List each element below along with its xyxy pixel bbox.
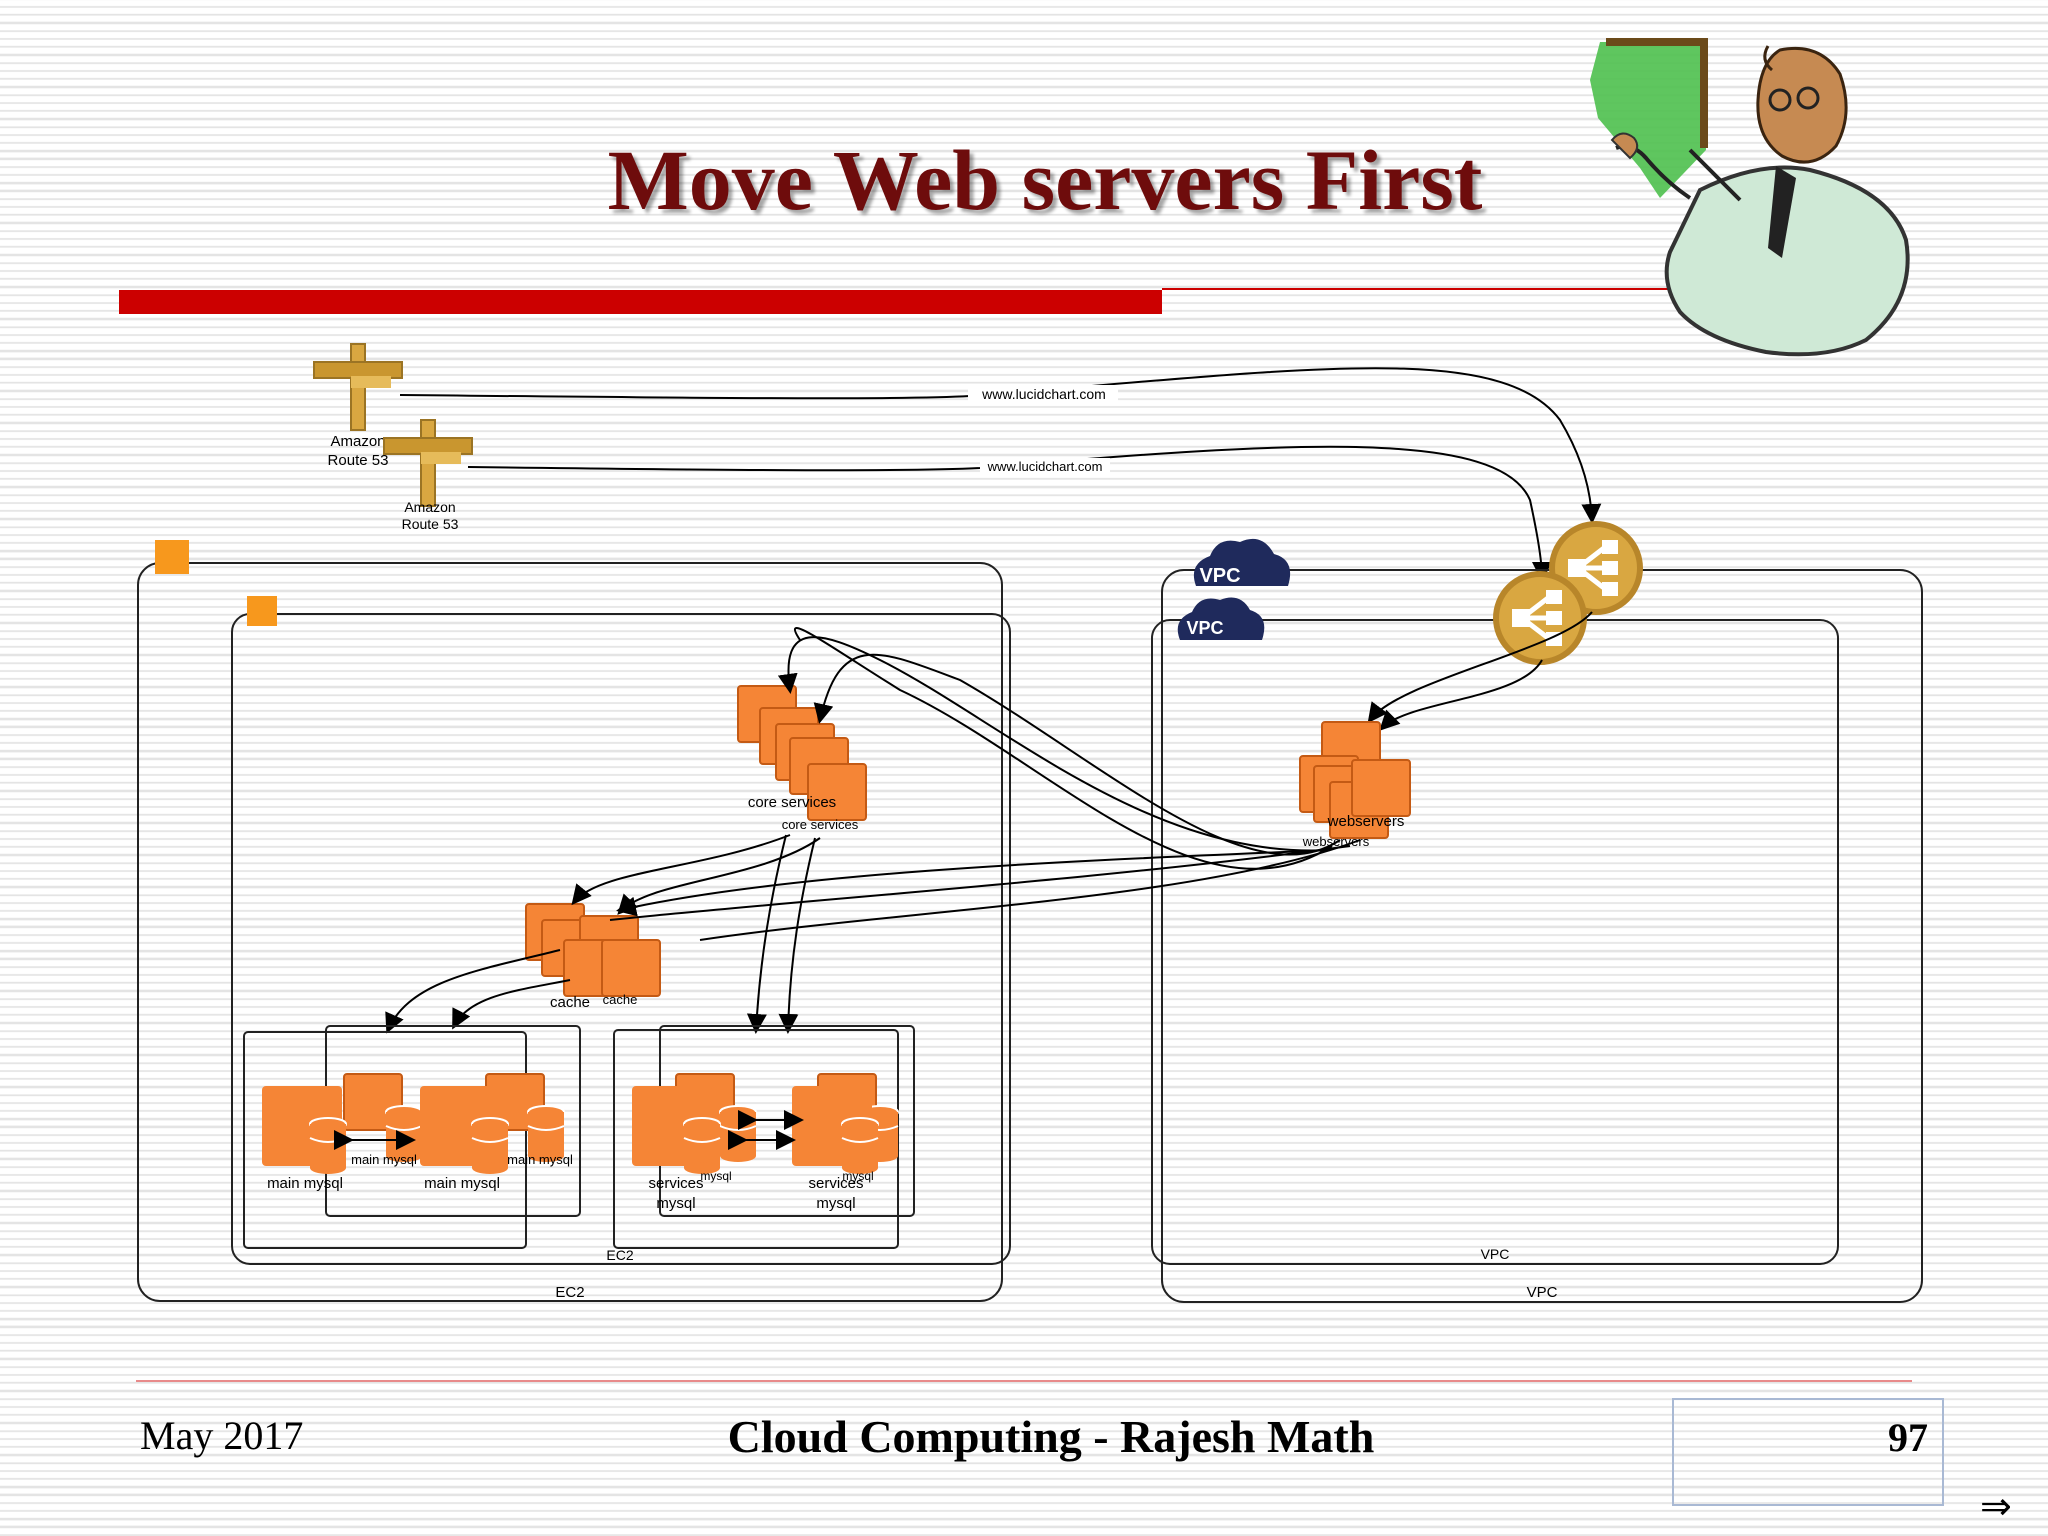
ec2-badge [155, 540, 189, 574]
services-mysql-label: services [808, 1175, 863, 1192]
core-services-label: core services [748, 794, 836, 811]
route53-label-line1: Amazon [404, 499, 455, 515]
cache-label: cache [603, 992, 638, 1007]
services-mysql-label: mysql [816, 1195, 855, 1212]
footer-title: Cloud Computing - Rajesh Math [727, 1411, 1375, 1462]
route53-icon [383, 419, 473, 507]
ec2-badge [247, 596, 277, 626]
page-number: 97 [1888, 1415, 1928, 1460]
cache-label: cache [550, 994, 590, 1011]
main-mysql-label: main mysql [267, 1175, 343, 1192]
services-mysql-label: mysql [842, 1169, 873, 1183]
connection-line [609, 845, 1351, 921]
connection-line [746, 834, 787, 1034]
connection-line [616, 849, 1331, 917]
load-balancer-icon [1496, 574, 1584, 662]
ec2-region-inner [231, 613, 1011, 1265]
page-number-box: 97 [1672, 1398, 1944, 1506]
connection-line [385, 949, 561, 1034]
route53-label-line1: Amazon [330, 433, 385, 450]
connection-line [777, 636, 1331, 852]
connection-line [1367, 611, 1593, 724]
vpc-cloud-icon: VPC [1193, 538, 1291, 587]
title-underline-thick [119, 290, 1162, 314]
dns-label: www.lucidchart.com [987, 459, 1103, 474]
dns-route-line [399, 367, 1602, 524]
vpc-label: VPC [1481, 1246, 1510, 1262]
dns-route-line [467, 445, 1552, 582]
footer-divider [136, 1380, 1912, 1382]
services-mysql-icon [632, 1073, 899, 1175]
main-mysql-subnet [243, 1031, 527, 1249]
connection-line [617, 837, 821, 915]
main-mysql-label: main mysql [507, 1152, 573, 1167]
main-mysql-icon [262, 1073, 565, 1175]
connection-line [452, 979, 571, 1030]
dns-label: www.lucidchart.com [981, 386, 1106, 402]
ec2-label: EC2 [555, 1284, 584, 1301]
services-mysql-label: mysql [656, 1195, 695, 1212]
ec2-region-outer [137, 562, 1003, 1302]
title-underline-thin [1162, 288, 1902, 290]
services-mysql-label: mysql [700, 1169, 731, 1183]
connection-line [699, 839, 1361, 941]
main-mysql-label: main mysql [424, 1175, 500, 1192]
core-services-label: core services [782, 817, 859, 832]
ec2-label: EC2 [606, 1247, 633, 1263]
vpc-cloud-icon: VPC [1177, 597, 1265, 640]
connection-line [813, 653, 1341, 856]
connection-line [1379, 659, 1543, 731]
services-mysql-label: services [648, 1175, 703, 1192]
connection-line [571, 834, 791, 906]
route53-icon [313, 343, 403, 431]
route53-label-line2: Route 53 [402, 516, 459, 532]
webservers-label: webservers [1327, 813, 1405, 830]
slide-title: Move Web servers First [607, 132, 1483, 228]
next-slide-arrow-icon[interactable]: ⇒ [1980, 1484, 2012, 1528]
vpc-outer [1161, 569, 1923, 1303]
main-mysql-label: main mysql [351, 1152, 417, 1167]
svg-text:VPC: VPC [1186, 618, 1223, 638]
footer-date: May 2017 [140, 1413, 304, 1458]
vpc-inner [1151, 619, 1839, 1265]
connection-line [794, 627, 1333, 870]
connection-line [778, 837, 816, 1034]
route53-label-line2: Route 53 [328, 452, 389, 469]
vpc-label: VPC [1527, 1284, 1558, 1301]
svg-text:VPC: VPC [1199, 565, 1240, 587]
